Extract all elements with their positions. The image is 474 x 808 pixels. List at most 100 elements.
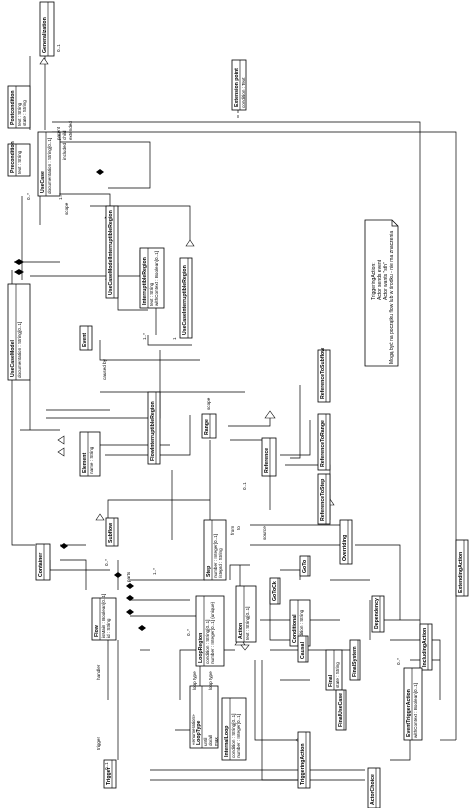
- class-name: FlowInterruptibleRegion: [150, 401, 156, 461]
- mult-ir-1-star: 1..*: [142, 333, 147, 340]
- mult-uc-0-star: 0..*: [26, 193, 31, 200]
- class-use-case-model-interruptible-region: UseCaseModelInterruptibleRegion: [105, 205, 119, 299]
- class-flow-interruptible-region: FlowInterruptibleRegion: [147, 391, 161, 465]
- class-box-frame: [7, 143, 31, 177]
- class-name: Container: [38, 553, 44, 577]
- class-name: Postcondition: [10, 90, 16, 125]
- class-box-frame: [105, 205, 119, 299]
- class-box-frame: [297, 635, 309, 663]
- mult-step-0-1: 0..1: [242, 482, 247, 490]
- class-attribute: name : String: [89, 446, 94, 474]
- class-name: ReferenceToRange: [320, 420, 326, 467]
- class-box-frame: [201, 413, 217, 439]
- class-name: UseCaseInterruptibleRegion: [182, 265, 188, 335]
- class-name: InternalLoop: [224, 726, 230, 757]
- class-goto: GoTo: [299, 555, 311, 577]
- class-subflow: Subflow: [105, 517, 119, 547]
- class-including-action: IncludingAction: [419, 623, 433, 671]
- label-source: source: [262, 526, 267, 540]
- class-box-frame: [235, 585, 257, 643]
- class-name: ReferenceToSubflow: [320, 347, 326, 399]
- class-name: ExtendingAction: [458, 552, 464, 593]
- class-generalization: Generalization: [39, 1, 55, 57]
- class-attribute: documentation : String[0..1]: [17, 322, 22, 378]
- class-box-frame: [91, 597, 117, 641]
- class-name: Step: [206, 566, 212, 577]
- note-line-2: Actor sends event: [377, 259, 383, 300]
- class-name: LoopType: [196, 720, 202, 745]
- label-child: child: [62, 130, 67, 140]
- class-name: UseCaseModelInterruptibleRegion: [108, 210, 114, 295]
- label-handler: handler: [96, 664, 101, 680]
- label-parent: parent: [56, 126, 61, 140]
- mult-loop-0-star: 0..*: [186, 629, 191, 636]
- class-box-frame: [403, 667, 423, 741]
- class-box-frame: [269, 577, 281, 605]
- label-scope-top: scope: [64, 202, 69, 215]
- class-triggering-action: TriggeringAction: [297, 731, 311, 789]
- mult-subflow-0-star: 0..*: [104, 559, 109, 566]
- class-attribute: withContext : Boolean[0..1]: [413, 683, 418, 738]
- mult-event-star: *: [104, 278, 109, 280]
- class-name: TriggeringAction: [300, 744, 306, 786]
- class-attribute: condition : String[0..1]: [231, 714, 236, 758]
- class-attribute: /stepId : String: [218, 548, 223, 578]
- mult-uc-1-star: 1..*: [58, 193, 63, 200]
- class-box-frame: [261, 437, 277, 477]
- generalization-arrow: [39, 57, 49, 65]
- class-box-frame: [317, 349, 331, 403]
- class-name: GoToCk: [272, 581, 278, 601]
- generalization-arrow: [264, 410, 276, 419]
- class-box-frame: [79, 325, 93, 351]
- class-name: Final: [328, 674, 334, 687]
- class-dependency: Dependency: [371, 595, 385, 633]
- class-box-frame: [317, 413, 331, 471]
- composition-diamond: [126, 595, 134, 601]
- generalization-arrow: [185, 239, 195, 247]
- class-name: FinalUseCase: [338, 693, 344, 727]
- class-attribute: documentation : String[0..1]: [47, 138, 52, 194]
- composition-diamond: [126, 583, 134, 589]
- class-name: UseCaseModel: [10, 340, 16, 377]
- class-name: Range: [204, 419, 210, 435]
- class-box-frame: [299, 555, 311, 577]
- class-attribute: condition : Text: [241, 77, 246, 108]
- class-attribute: text : String: [17, 150, 22, 174]
- class-reference-to-step: ReferenceToStep: [317, 473, 331, 525]
- class-attribute: number : Integer[0..1]: [236, 714, 241, 758]
- class-attribute: text : String: [17, 102, 22, 126]
- class-name: Extension point: [234, 68, 240, 107]
- class-goto-ck: GoToCk: [269, 577, 281, 605]
- class-box-frame: [231, 59, 247, 111]
- class-box-frame: [39, 1, 55, 57]
- class-trigger: Trigger: [103, 759, 117, 789]
- class-name: Dependency: [374, 598, 380, 629]
- class-box-frame: [371, 595, 385, 633]
- class-attribute: state : String: [22, 100, 27, 126]
- label-from: from: [230, 526, 235, 535]
- class-name: Event: [82, 333, 88, 347]
- class-final-system: FinalSystem: [349, 639, 361, 681]
- class-name: Causal: [300, 641, 306, 659]
- class-stereotype: «enumeration»: [191, 714, 196, 745]
- note-line-1: TriggeringAction:: [371, 262, 377, 300]
- edge-labels: parent child extended included scope sco…: [26, 44, 401, 770]
- class-attribute: text : String: [149, 282, 154, 306]
- class-name: Precondition: [10, 141, 16, 173]
- class-box-frame: [317, 473, 331, 525]
- class-causal: Causal: [297, 635, 309, 663]
- class-box-frame: [79, 431, 101, 477]
- mult-flow-1-star: 1..*: [152, 568, 157, 575]
- class-attribute: id : String: [106, 618, 111, 638]
- mult-gen-0-1: 0..1: [56, 44, 61, 52]
